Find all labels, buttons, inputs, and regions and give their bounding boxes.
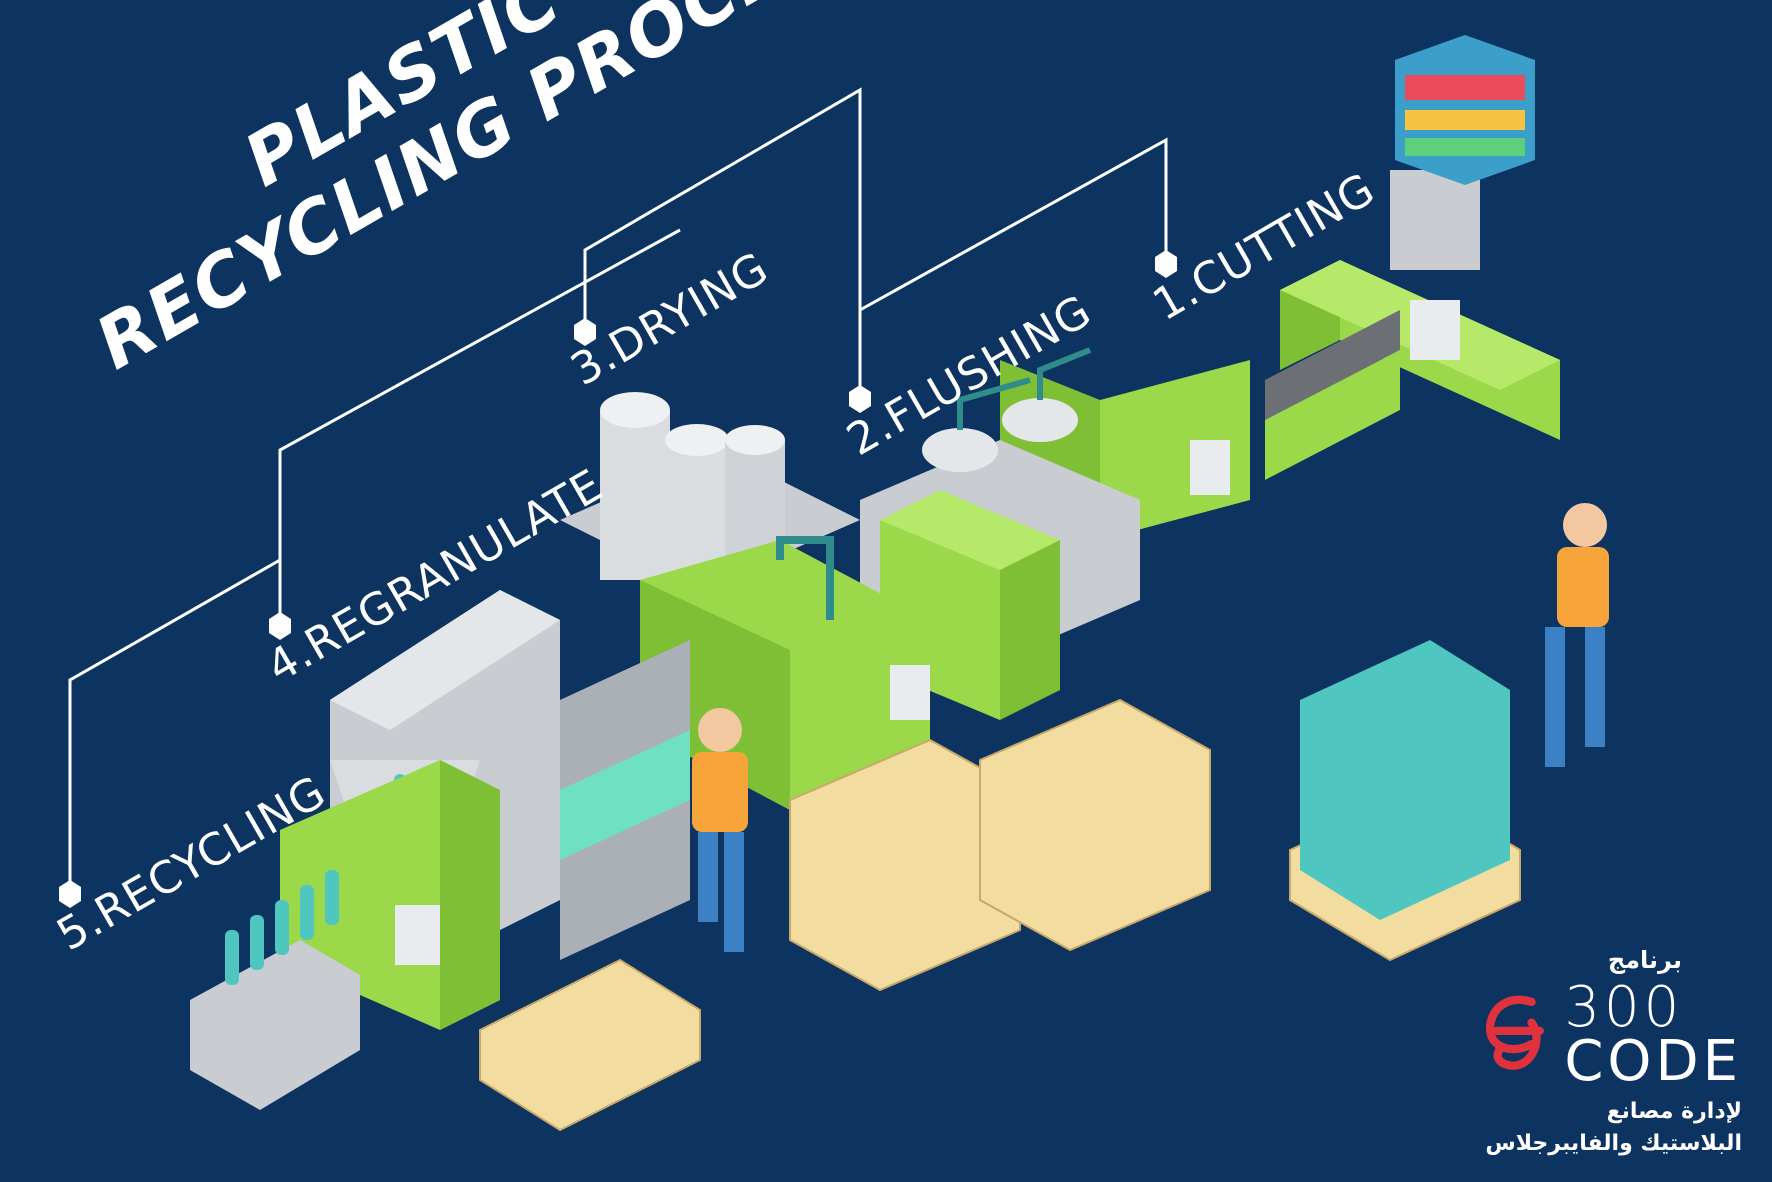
worker-left <box>692 708 748 952</box>
logo-tagline-1: لإدارة مصانع <box>1606 1099 1742 1124</box>
bottle-pallet <box>1289 640 1521 962</box>
logo-tagline-2: البلاستيك والفايبرجلاس <box>1485 1131 1742 1156</box>
logo-number: 300 <box>1564 975 1684 1040</box>
cutting-machine <box>1280 35 1560 440</box>
pallet-stacks <box>479 698 1211 1132</box>
conveyor-belt <box>1265 310 1400 480</box>
control-panel <box>1190 440 1230 495</box>
logo-mark: 300 CODE <box>1482 980 1742 1090</box>
logo-program-label: برنامج <box>1607 946 1682 974</box>
control-panel <box>890 665 930 720</box>
control-panel <box>1410 300 1460 360</box>
step-connector-lines <box>68 87 1168 890</box>
logo-emblem-icon <box>1486 995 1544 1070</box>
control-panel <box>395 905 440 965</box>
logo-word: CODE <box>1564 1029 1742 1094</box>
step-connector-dots <box>59 250 1177 908</box>
recycling-bottling-machine <box>190 760 500 1110</box>
worker-right <box>1545 503 1609 767</box>
brand-logo: برنامج 300 CODE لإدارة مصانع البلاستيك و… <box>1482 946 1742 1160</box>
